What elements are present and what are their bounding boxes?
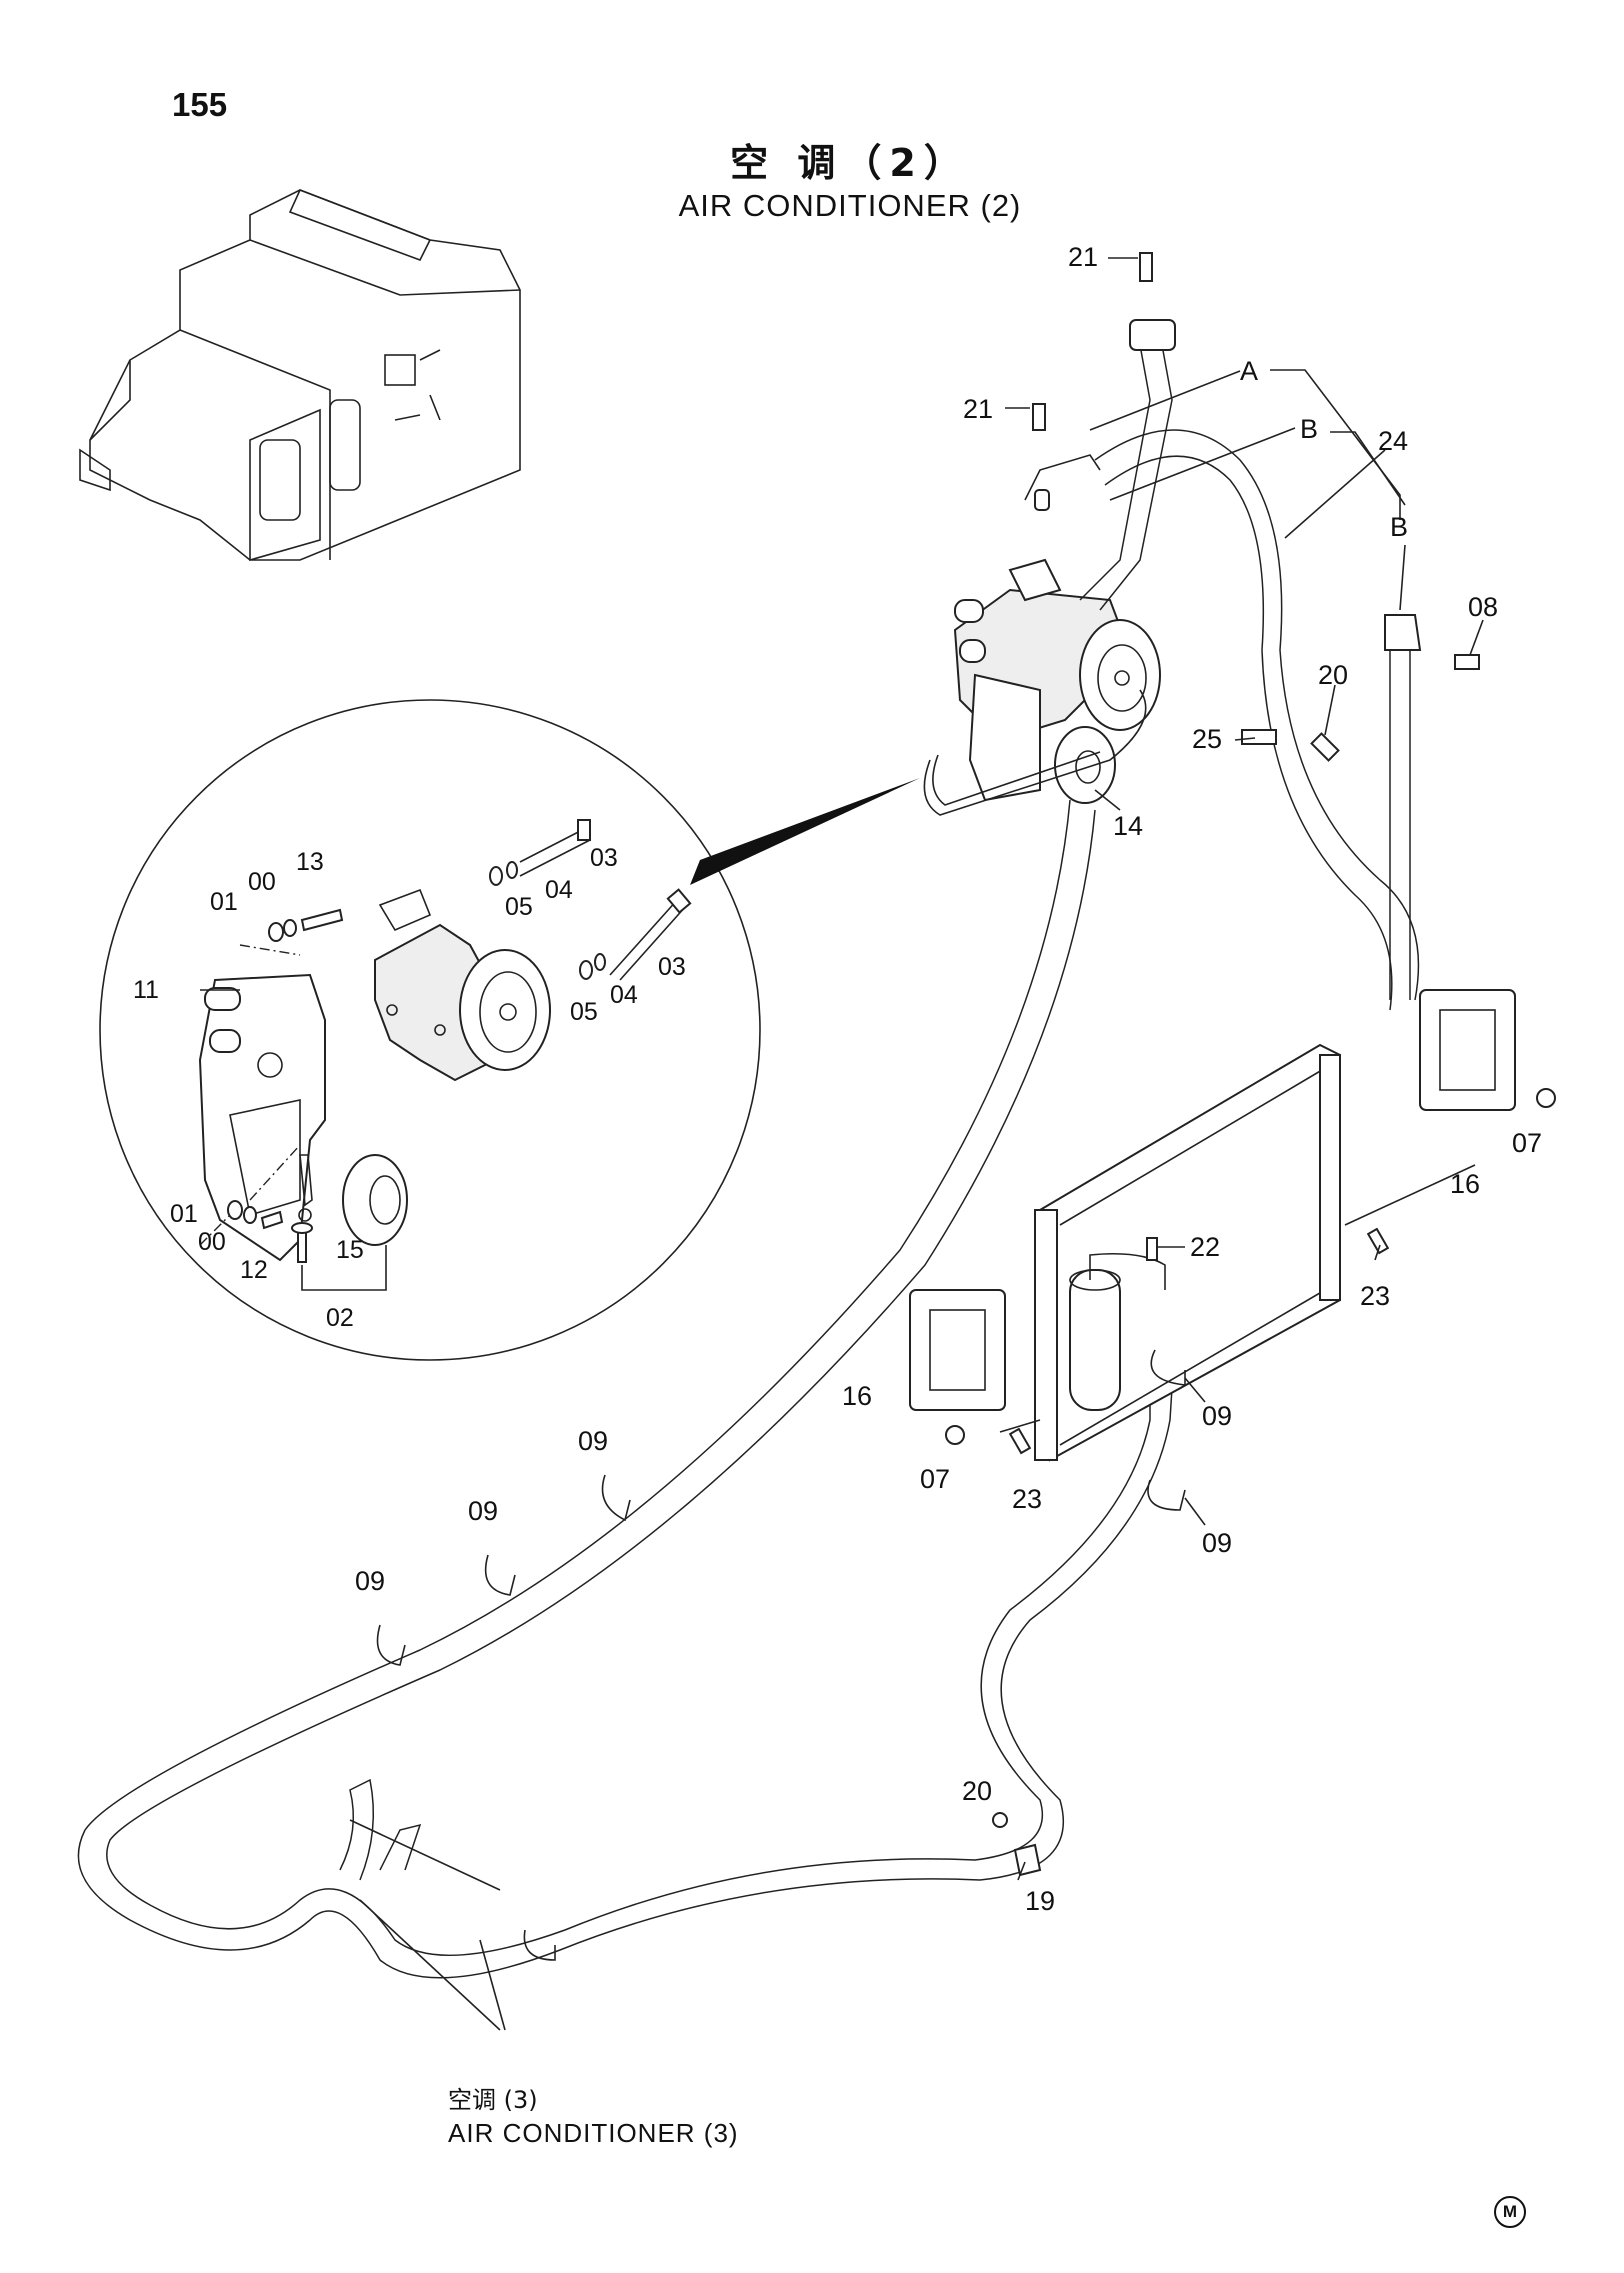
callout-22: 22 [1190,1232,1220,1262]
callout-23: 23 [1012,1484,1042,1514]
bolts [945,252,1556,1828]
callout-12: 12 [240,1256,268,1284]
callout-25: 25 [1192,724,1222,754]
callout-00: 00 [198,1228,226,1256]
callout-09: 09 [468,1496,498,1526]
callout-08: 08 [1468,592,1498,622]
callout-05: 05 [505,893,533,921]
callout-09: 09 [1202,1401,1232,1431]
compressor-assembly [923,454,1161,816]
callout-24: 24 [1378,426,1408,456]
callout-09: 09 [1202,1528,1232,1558]
callout-04: 04 [545,876,573,904]
callout-01: 01 [170,1200,198,1228]
callout-03: 03 [658,953,686,981]
callout-a: A [1240,356,1258,386]
title-chinese: 空 调（2） [730,141,970,185]
page-number: 155 [172,86,228,123]
callout-09: 09 [578,1426,608,1456]
callout-03: 03 [590,844,618,872]
callout-00: 00 [248,868,276,896]
callout-20: 20 [962,1776,992,1806]
callout-02: 02 [326,1304,354,1332]
cross-reference-english: AIR CONDITIONER (3) [448,2118,739,2148]
callout-20: 20 [1318,660,1348,690]
callout-16: 16 [842,1381,872,1411]
condenser-assembly [909,989,1516,1462]
callout-11: 11 [133,976,159,1004]
callout-21: 21 [963,394,993,424]
callout-07: 07 [920,1464,950,1494]
callout-b: B [1300,414,1318,444]
refrigerant-hoses [77,319,1422,1979]
callouts-detail: 13 01 00 03 05 04 11 03 05 04 01 00 12 1… [133,844,686,1332]
hose-clamps [376,1349,1186,1961]
callout-04: 04 [610,981,638,1009]
callout-b: B [1390,512,1408,542]
callout-21: 21 [1068,242,1098,272]
callout-23: 23 [1360,1281,1390,1311]
callout-05: 05 [570,998,598,1026]
leader-lines [200,257,1484,2031]
compressor-detail-view [99,699,920,1361]
callout-16: 16 [1450,1169,1480,1199]
excavator-overview [79,188,521,562]
callout-07: 07 [1512,1128,1542,1158]
callouts-main: 21 21 A B 24 B 08 20 25 14 07 16 22 23 0… [355,242,1542,1916]
callout-09: 09 [355,1566,385,1596]
callout-19: 19 [1025,1886,1055,1916]
corner-mark: M [1494,2196,1526,2228]
cross-reference-chinese: 空调 (3) [448,2086,538,2114]
callout-01: 01 [210,888,238,916]
title-english: AIR CONDITIONER (2) [678,188,1022,223]
callout-14: 14 [1113,811,1143,841]
callout-15: 15 [336,1236,364,1264]
callout-13: 13 [296,848,324,876]
